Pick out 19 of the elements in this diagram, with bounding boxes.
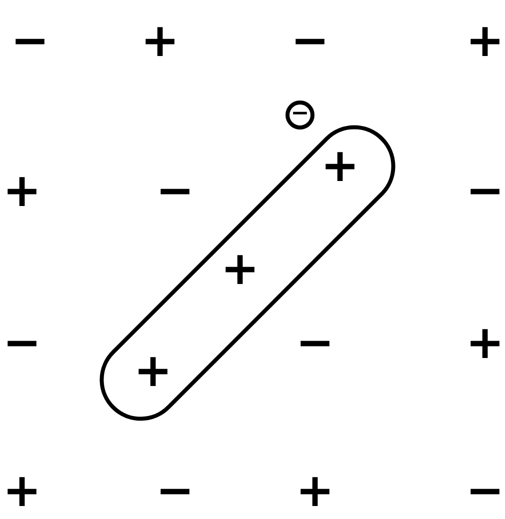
circled-charge <box>285 100 315 130</box>
charge-label: − <box>156 467 194 513</box>
charge-label: − <box>2 319 42 365</box>
charge-label: + <box>2 167 42 213</box>
charge-label: + <box>220 245 260 291</box>
charge-label: − <box>296 319 334 365</box>
charge-label: + <box>296 467 334 513</box>
charge-label: + <box>466 319 504 365</box>
charge-label: − <box>290 103 310 125</box>
charge-label: − <box>156 167 194 213</box>
charge-label: − <box>290 17 330 63</box>
charge-label: + <box>140 17 180 63</box>
charge-label: − <box>466 467 504 513</box>
charge-label: + <box>134 347 172 393</box>
charge-label: + <box>320 142 360 188</box>
charge-label: + <box>466 17 504 63</box>
charge-label: − <box>10 17 50 63</box>
charge-label: + <box>2 467 42 513</box>
charge-label: − <box>466 167 504 213</box>
